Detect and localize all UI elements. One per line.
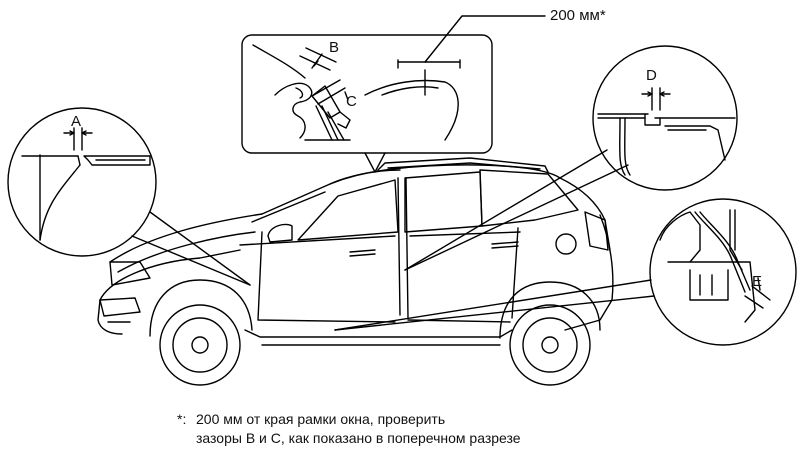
car-body <box>97 157 614 386</box>
label-d: D <box>646 67 657 84</box>
footnote-line-2: зазоры В и С, как показано в поперечном … <box>196 430 521 446</box>
dimension-label: 200 мм* <box>550 7 606 24</box>
label-b: B <box>329 39 340 56</box>
footnote-line-1: 200 мм от края рамки окна, проверить <box>196 411 446 427</box>
callout-b-c <box>241 15 546 173</box>
label-a: A <box>71 113 82 130</box>
callout-d <box>404 45 738 271</box>
label-c: C <box>346 93 357 110</box>
callout-e <box>334 198 797 346</box>
callout-a <box>7 107 251 286</box>
label-e: E <box>752 273 763 290</box>
footnote-marker: *: <box>177 411 187 427</box>
